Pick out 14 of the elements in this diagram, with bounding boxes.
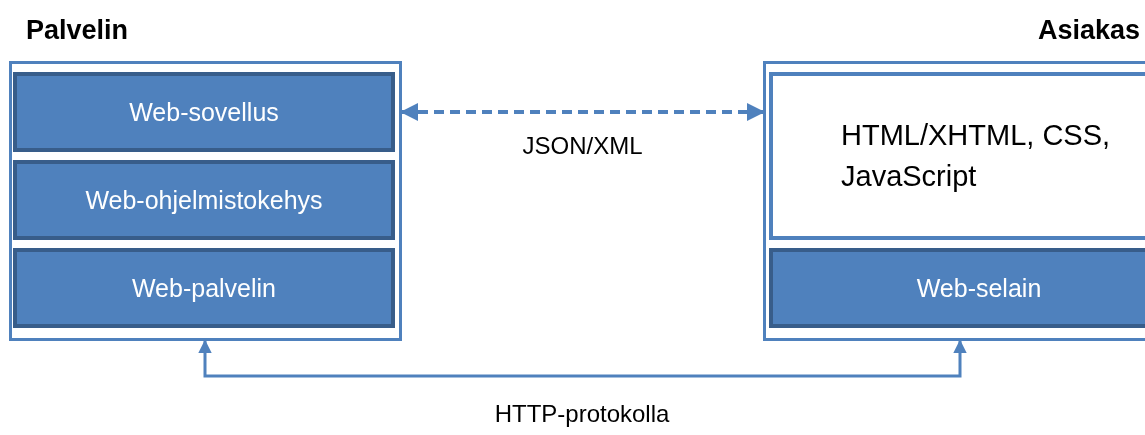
- layer-label: Web-ohjelmistokehys: [85, 185, 323, 215]
- layer-label: Web-selain: [916, 273, 1042, 303]
- group-heading: Asiakas: [1037, 15, 1140, 46]
- layer-box: [769, 248, 1145, 328]
- layer-label: Web-palvelin: [131, 273, 277, 303]
- arrow: [198, 339, 967, 378]
- layer-box: [13, 72, 395, 152]
- layer-label: HTML/XHTML, CSS, JavaScript: [841, 118, 1112, 194]
- arrow: [400, 103, 765, 121]
- layer-box: [13, 160, 395, 240]
- layer-label: Web-sovellus: [129, 97, 279, 127]
- layer-box: [13, 248, 395, 328]
- group-heading: Palvelin: [26, 15, 129, 46]
- content-box: [769, 72, 1145, 240]
